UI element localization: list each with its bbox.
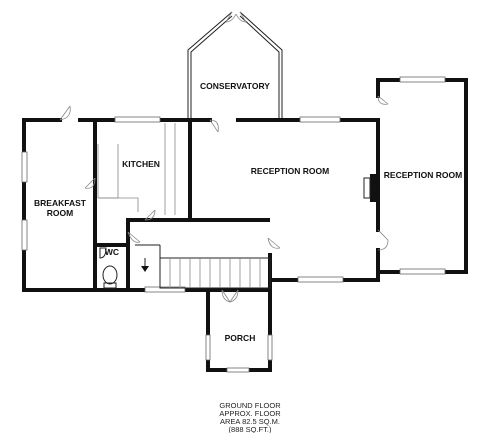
porch-walls — [206, 288, 272, 372]
room-label-porch: PORCH — [225, 333, 256, 343]
room-label-breakfast-line2: ROOM — [47, 208, 73, 218]
staircase — [135, 244, 271, 289]
stair-direction-arrow-icon — [141, 258, 149, 272]
room-label-conservatory: CONSERVATORY — [200, 81, 270, 91]
caption-line-4: (888 SQ.FT.) — [229, 425, 272, 433]
room-label-breakfast-line1: BREAKFAST — [34, 198, 87, 208]
kitchen-worktops — [97, 123, 176, 215]
conservatory-door-icon — [225, 11, 247, 23]
porch-door-icon — [221, 289, 239, 303]
caption-line-1: GROUND FLOOR — [219, 401, 281, 410]
door-icons — [59, 95, 389, 251]
room-label-wc: WC — [105, 247, 119, 257]
wc-basin-icon — [99, 247, 107, 259]
conservatory-outline — [187, 11, 283, 121]
caption-line-2: APPROX. FLOOR — [219, 409, 281, 418]
floor-area-caption: GROUND FLOOR APPROX. FLOOR AREA 82.5 SQ.… — [219, 401, 281, 433]
wc-toilet-icon — [102, 265, 118, 289]
room-label-kitchen: KITCHEN — [122, 159, 160, 169]
room-label-reception-main: RECEPTION ROOM — [251, 166, 329, 176]
windows — [21, 76, 446, 293]
caption-line-3: AREA 82.5 SQ.M. — [220, 417, 280, 426]
room-label-reception-right: RECEPTION ROOM — [384, 170, 462, 180]
fireplace-icon — [363, 174, 377, 202]
porch-side-windows — [205, 334, 273, 373]
